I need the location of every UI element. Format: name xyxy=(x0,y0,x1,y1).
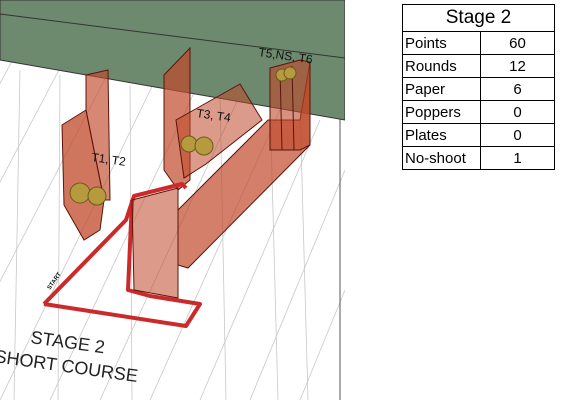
table-row: Plates 0 xyxy=(401,123,555,147)
target-t4 xyxy=(194,136,214,156)
stage-diagram: T5,NS, T6 T3, T4 T1, T2 START STAGE 2 SH… xyxy=(0,0,345,400)
table-title: Stage 2 xyxy=(402,4,555,32)
table-row: No-shoot 1 xyxy=(401,146,555,170)
row-label: Rounds xyxy=(401,54,482,78)
row-label: Paper xyxy=(401,77,482,101)
label-t3-t4: T3, T4 xyxy=(196,106,232,125)
row-label: Poppers xyxy=(401,100,482,124)
table-row: Rounds 12 xyxy=(401,54,555,78)
row-value: 1 xyxy=(480,146,555,170)
row-value: 60 xyxy=(480,31,555,55)
row-value: 12 xyxy=(480,54,555,78)
target-t1 xyxy=(69,182,91,204)
table-row: Paper 6 xyxy=(401,77,555,101)
targets xyxy=(69,66,297,206)
back-berm xyxy=(0,0,345,121)
row-value: 0 xyxy=(480,100,555,124)
row-label: Plates xyxy=(401,123,482,147)
label-t1-t2: T1, T2 xyxy=(91,150,127,169)
target-no-shoot xyxy=(283,66,297,80)
table-row: Points 60 xyxy=(401,31,555,55)
wall-long xyxy=(177,59,311,269)
target-t3 xyxy=(180,135,198,153)
row-label: Points xyxy=(401,31,482,55)
wall-middle xyxy=(163,46,263,191)
row-label: No-shoot xyxy=(401,146,482,170)
table-row: Poppers 0 xyxy=(401,100,555,124)
wall-left xyxy=(61,69,111,241)
row-value: 0 xyxy=(480,123,555,147)
stage-summary-table: Stage 2 Points 60 Rounds 12 Paper 6 Popp… xyxy=(401,4,555,170)
shooting-box xyxy=(42,182,202,328)
target-t2 xyxy=(87,186,107,206)
berm-edge xyxy=(0,13,345,59)
row-value: 6 xyxy=(480,77,555,101)
